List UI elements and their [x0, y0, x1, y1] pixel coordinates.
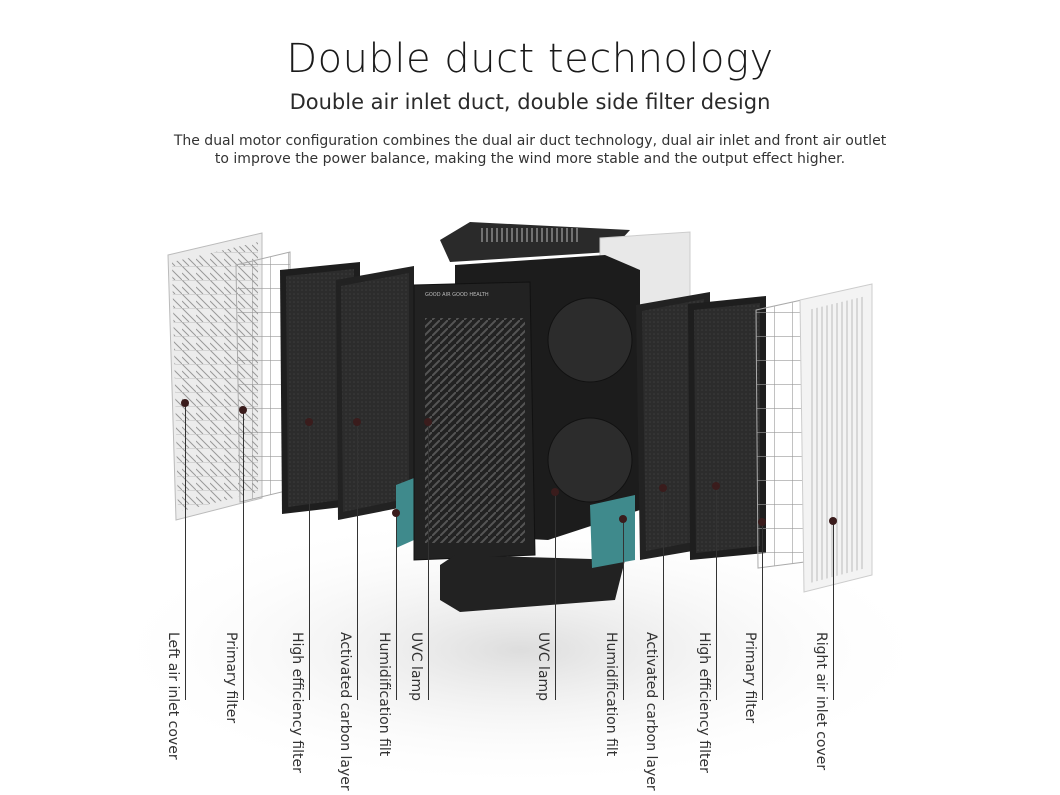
callout-line — [357, 422, 358, 700]
callout-label: Activated carbon layer — [337, 632, 353, 791]
callout-dot — [551, 488, 559, 496]
callout-label: Primary filter — [223, 632, 239, 724]
callout-dot — [829, 517, 837, 525]
callout-dot — [392, 509, 400, 517]
callout-label: High efficiency filter — [696, 632, 712, 773]
callout-dot — [353, 418, 361, 426]
callout-label: High efficiency filter — [289, 632, 305, 773]
callout-label: Left air inlet cover — [165, 632, 181, 760]
callout-dot — [305, 418, 313, 426]
callout-label: Right air inlet cover — [813, 632, 829, 771]
callout-dot — [712, 482, 720, 490]
callout-line — [555, 492, 556, 700]
callout-label: UVC lamp — [408, 632, 424, 702]
fan-bottom — [547, 417, 633, 503]
left-humidification-filter — [396, 478, 414, 548]
callout-dot — [659, 484, 667, 492]
callout-label: Humidification filt — [376, 632, 392, 757]
right-humidification-filter — [590, 495, 635, 568]
callout-line — [623, 519, 624, 700]
callout-dot — [758, 518, 766, 526]
callout-dot — [181, 399, 189, 407]
callout-line — [309, 422, 310, 700]
front-panel-text: GOOD AIR GOOD HEALTH — [425, 292, 489, 298]
callout-label: Activated carbon layer — [643, 632, 659, 791]
callout-line — [762, 522, 763, 700]
floor-shadow — [100, 510, 940, 790]
callout-dot — [424, 418, 432, 426]
callout-line — [833, 521, 834, 700]
callout-label: UVC lamp — [535, 632, 551, 702]
callout-line — [428, 422, 429, 700]
callout-line — [243, 410, 244, 700]
base — [440, 555, 625, 612]
fan-top — [547, 297, 633, 383]
callout-dot — [239, 406, 247, 414]
page-title: Double duct technology — [286, 36, 774, 82]
callout-line — [185, 403, 186, 700]
callout-label: Primary filter — [742, 632, 758, 724]
callout-line — [663, 488, 664, 700]
callout-line — [716, 486, 717, 700]
description: The dual motor configuration combines th… — [173, 133, 887, 167]
callout-dot — [619, 515, 627, 523]
callout-label: Humidification filt — [603, 632, 619, 757]
callout-line — [396, 513, 397, 700]
page-subtitle: Double air inlet duct, double side filte… — [289, 90, 771, 114]
